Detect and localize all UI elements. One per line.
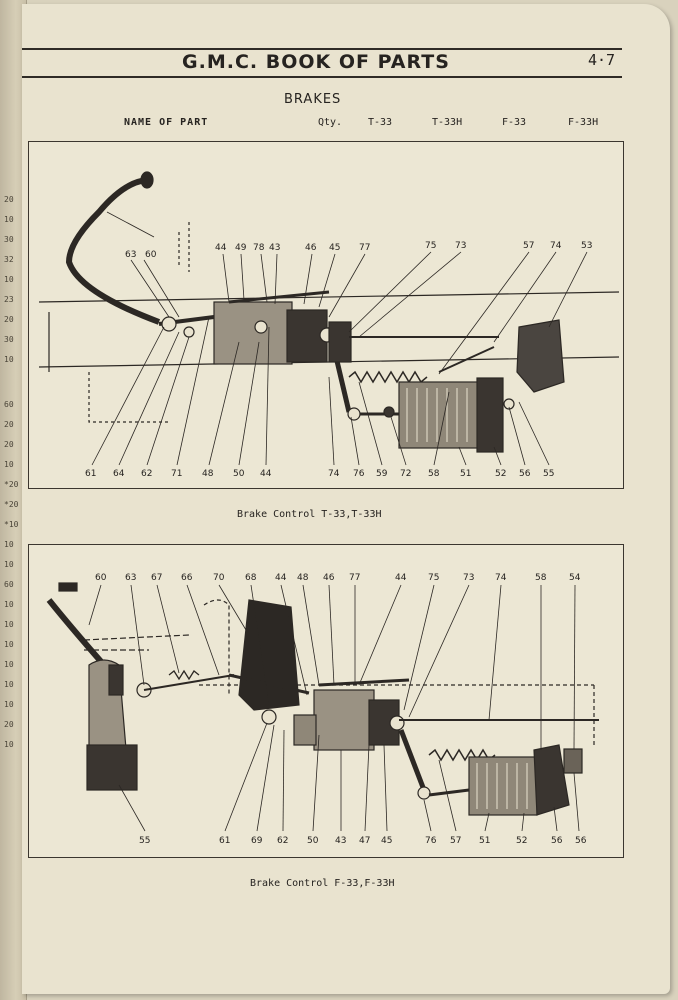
column-header-t33: T-33 [368,117,393,128]
callout: 53 [581,241,592,251]
callout: 76 [353,469,365,479]
callout: 50 [307,836,319,846]
callout: 78 [253,243,265,253]
callout: 44 [215,243,227,253]
callout: 50 [233,469,245,479]
callout: 55 [139,836,150,846]
callout: 56 [551,836,563,846]
figure-2-frame: 60 63 67 66 70 68 44 48 46 77 44 75 73 7… [28,544,624,858]
callout: 60 [95,573,107,583]
callout: 62 [141,469,152,479]
callout: 71 [171,469,182,479]
figure-1-frame: 63 60 44 49 78 43 46 45 77 75 73 57 74 5… [28,141,624,489]
header-rule-bottom [22,76,622,78]
callout: 61 [219,836,230,846]
callout: 57 [523,241,534,251]
parts-book-page: G.M.C. BOOK OF PARTS 4·7 BRAKES NAME OF … [22,4,670,994]
callout: 77 [359,243,370,253]
callout: 68 [245,573,257,583]
callout: 49 [235,243,247,253]
callout: 58 [428,469,440,479]
callout: 73 [463,573,474,583]
callout: 55 [543,469,554,479]
callout: 74 [495,573,507,583]
figure-2-illustration: 60 63 67 66 70 68 44 48 46 77 44 75 73 7… [46,573,599,846]
callout: 56 [519,469,531,479]
figure-1-callouts: 63 60 44 49 78 43 46 45 77 75 73 57 74 5… [85,241,592,479]
callout: 59 [376,469,388,479]
header-rule [22,48,622,50]
callout: 46 [323,573,335,583]
callout: 52 [495,469,506,479]
callout: 73 [455,241,466,251]
callout: 76 [425,836,437,846]
callout: 74 [550,241,562,251]
callout: 54 [569,573,581,583]
callout: 66 [181,573,193,583]
book-title: G.M.C. BOOK OF PARTS [182,51,450,73]
figure-2-callouts: 60 63 67 66 70 68 44 48 46 77 44 75 73 7… [95,573,587,846]
callout: 45 [381,836,392,846]
callout: 63 [125,250,136,260]
callout: 64 [113,469,125,479]
callout: 75 [425,241,436,251]
column-header-qty: Qty. [318,117,343,128]
callout: 45 [329,243,340,253]
callout: 67 [151,573,162,583]
callout: 72 [400,469,411,479]
callout: 63 [125,573,136,583]
callout: 43 [335,836,346,846]
callout: 56 [575,836,587,846]
callout: 48 [297,573,309,583]
callout: 69 [251,836,263,846]
column-header-name: NAME OF PART [124,117,209,128]
figure-1-illustration: 63 60 44 49 78 43 46 45 77 75 73 57 74 5… [38,171,620,479]
section-title: BRAKES [284,92,342,107]
callout: 77 [349,573,360,583]
callout: 74 [328,469,340,479]
callout: 62 [277,836,288,846]
page-number: 4·7 [588,51,616,69]
callout: 43 [269,243,280,253]
column-header-t33h: T-33H [432,117,463,128]
column-header-f33h: F-33H [568,117,599,128]
callout: 52 [516,836,527,846]
callout: 46 [305,243,317,253]
callout: 48 [202,469,214,479]
callout: 57 [450,836,461,846]
figure-1-caption: Brake Control T-33,T-33H [237,509,382,520]
callout: 51 [460,469,471,479]
callout: 44 [275,573,287,583]
figure-2-caption: Brake Control F-33,F-33H [250,878,395,889]
callout: 44 [395,573,407,583]
callout: 75 [428,573,439,583]
callout: 60 [145,250,157,260]
column-header-f33: F-33 [502,117,527,128]
callout: 70 [213,573,225,583]
callout: 51 [479,836,490,846]
callout: 44 [260,469,272,479]
callout: 58 [535,573,547,583]
callout: 61 [85,469,96,479]
callout: 47 [359,836,370,846]
